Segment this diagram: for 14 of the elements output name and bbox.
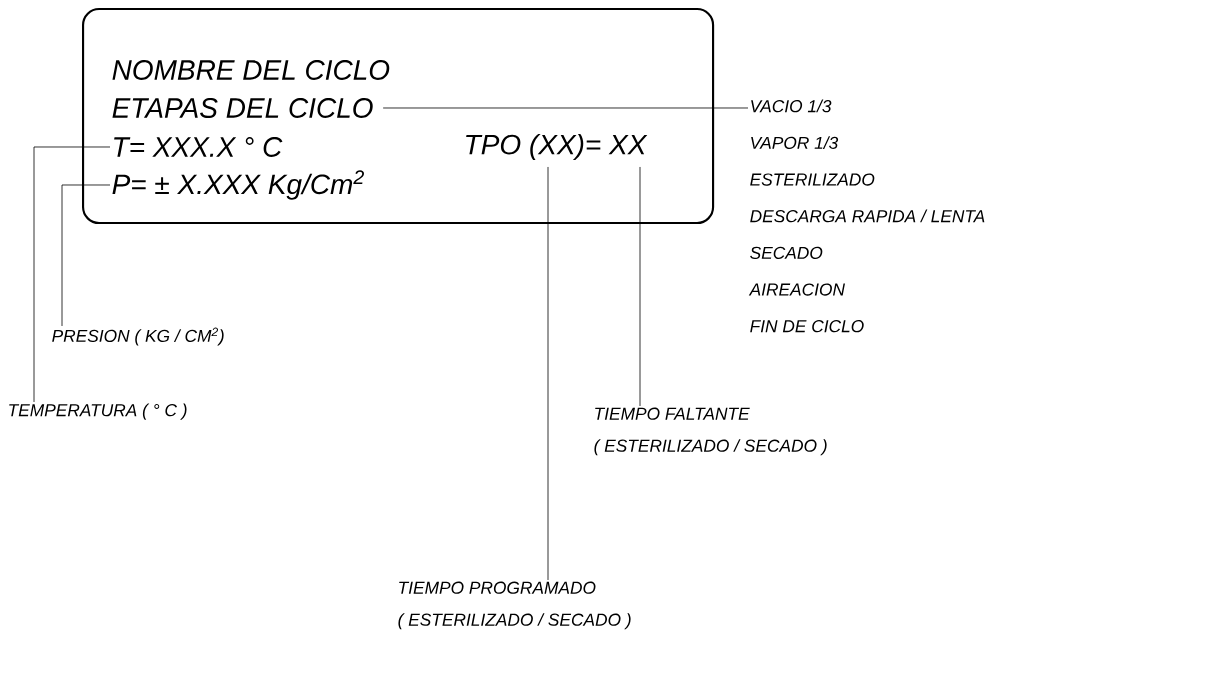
callout-label: TEMPERATURA ( ° C )	[9, 403, 187, 420]
display-text: P= ± X.XXX Kg/Cm$^{2}$	[112, 170, 364, 200]
leader-line	[61, 184, 111, 327]
callout-label: TIEMPO FALTANTE ( ESTERILIZADO / SECADO )	[594, 407, 827, 456]
display-text: TPO (XX)= XX	[466, 133, 648, 161]
display-text: ETAPAS DEL CICLO	[112, 98, 373, 118]
leader-line	[639, 166, 641, 407]
stage-list: VACIO 1/3 VAPOR 1/3 ESTERILIZADO DESCARGA RAPIDA / LENTA SECADO AIREACION FIN DE CICLO	[748, 99, 985, 333]
callout-label: PRESION ( KG / CM$^{2}$)	[52, 327, 224, 346]
leader-line	[382, 107, 749, 109]
callout-label: TIEMPO PROGRAMADO ( ESTERILIZADO / SECADO )	[398, 581, 631, 630]
leader-line	[547, 166, 549, 581]
leader-line	[33, 146, 111, 403]
display-text: T= XXX.X ° C	[114, 137, 283, 157]
